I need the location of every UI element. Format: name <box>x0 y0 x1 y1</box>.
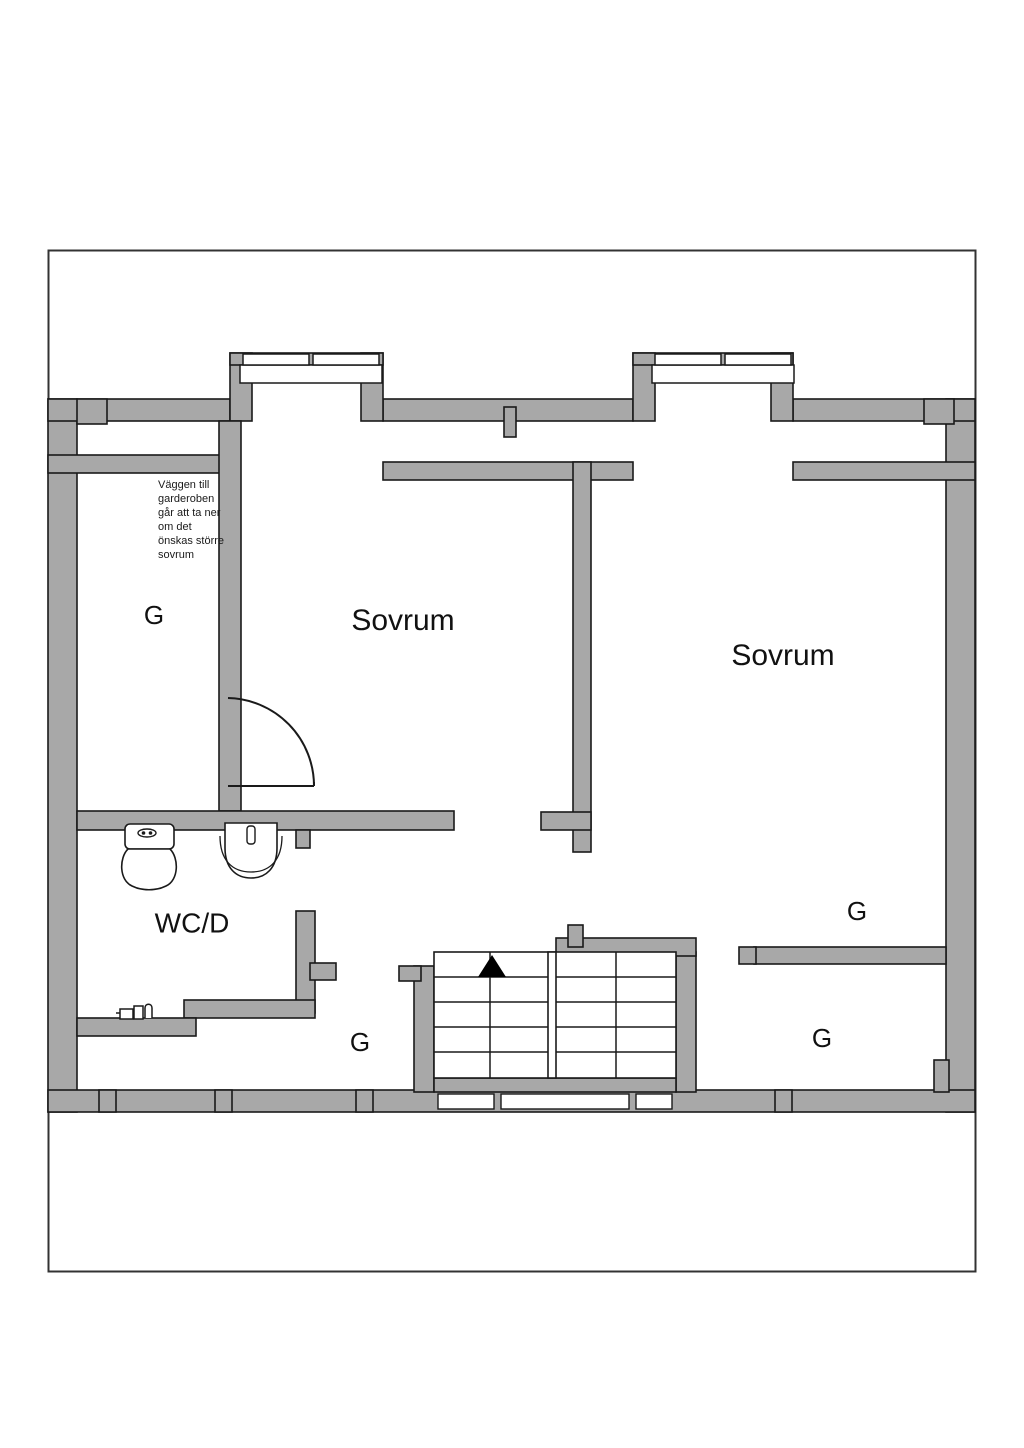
room-label-closet-bottom-right: G <box>812 1023 832 1053</box>
wardrobe-note-line-2: garderoben <box>158 493 214 505</box>
bottom-wall-openings <box>437 1093 673 1110</box>
wall-stair-west-stub <box>398 965 422 982</box>
room-label-closet-top-left: G <box>144 600 164 630</box>
wardrobe-note: Väggen till garderoben går att ta ner om… <box>158 479 224 561</box>
wardrobe-note-line-3: går att ta ner <box>158 507 221 519</box>
wall-exterior-left <box>47 398 78 1113</box>
wall-bathroom-bottom-upper <box>183 999 316 1019</box>
wall-closet-right-bottom <box>792 461 976 481</box>
wall-stair-bottom <box>433 1077 677 1093</box>
wall-bathroom-top-stub <box>295 829 311 849</box>
room-label-closet-right-upper: G <box>847 896 867 926</box>
wall-nub-bottom-3 <box>355 1089 374 1113</box>
wall-closet-left-step <box>76 398 108 425</box>
washer-tap-icon <box>116 1003 153 1020</box>
wall-stair-top-stub <box>567 924 584 948</box>
opening-bottom-1 <box>437 1093 495 1110</box>
opening-bottom-3 <box>635 1093 673 1110</box>
wall-between-bedrooms-stub <box>540 811 592 831</box>
wall-closet-right-upper-bottom <box>753 946 947 965</box>
wall-closet-left-bottom <box>47 454 231 474</box>
wall-nub-bottom-1 <box>98 1089 117 1113</box>
stair-stringer <box>547 951 557 1079</box>
window-left <box>239 353 383 384</box>
wardrobe-note-line-1: Väggen till <box>158 479 209 491</box>
wall-closet-middle-bottom <box>382 461 634 481</box>
window-group <box>239 353 795 384</box>
wall-exterior-right <box>945 398 976 1113</box>
wall-between-bedrooms <box>572 461 592 853</box>
wall-closet-right-upper-jamb <box>738 946 757 965</box>
wall-exterior-top-left <box>47 398 231 422</box>
wall-bathroom-bottom-lower <box>76 1017 197 1037</box>
sink-icon <box>219 822 283 879</box>
wall-closet-right-lower-jog <box>933 1059 950 1093</box>
wardrobe-note-line-6: sovrum <box>158 549 194 561</box>
opening-bottom-2 <box>500 1093 630 1110</box>
room-label-closet-bottom-mid: G <box>350 1027 370 1057</box>
wall-closet-middle-divider <box>503 406 517 438</box>
stair-up-arrow-icon <box>478 955 506 977</box>
wall-closet-right-step <box>923 398 955 425</box>
wall-nub-bottom-2 <box>214 1089 233 1113</box>
wall-stair-west <box>413 965 435 1093</box>
wall-bathroom-east-stub <box>309 962 337 981</box>
wardrobe-note-line-5: önskas större <box>158 535 224 547</box>
staircase <box>433 951 677 1079</box>
wall-stair-east <box>675 951 697 1093</box>
fixture-group <box>116 822 283 1020</box>
room-label-bedroom-left: Sovrum <box>351 604 454 637</box>
wall-bedroom-left-west <box>218 420 242 812</box>
room-label-bathroom: WC/D <box>155 907 230 938</box>
toilet-icon <box>120 823 178 891</box>
wall-bathroom-east <box>295 910 316 1014</box>
room-label-bedroom-right: Sovrum <box>731 639 834 672</box>
room-label-group: G Sovrum Sovrum WC/D G G G <box>144 600 867 1057</box>
window-right <box>651 353 795 384</box>
wardrobe-note-line-4: om det <box>158 521 192 533</box>
wall-nub-bottom-4 <box>774 1089 793 1113</box>
door-bedroom-left <box>227 697 315 787</box>
